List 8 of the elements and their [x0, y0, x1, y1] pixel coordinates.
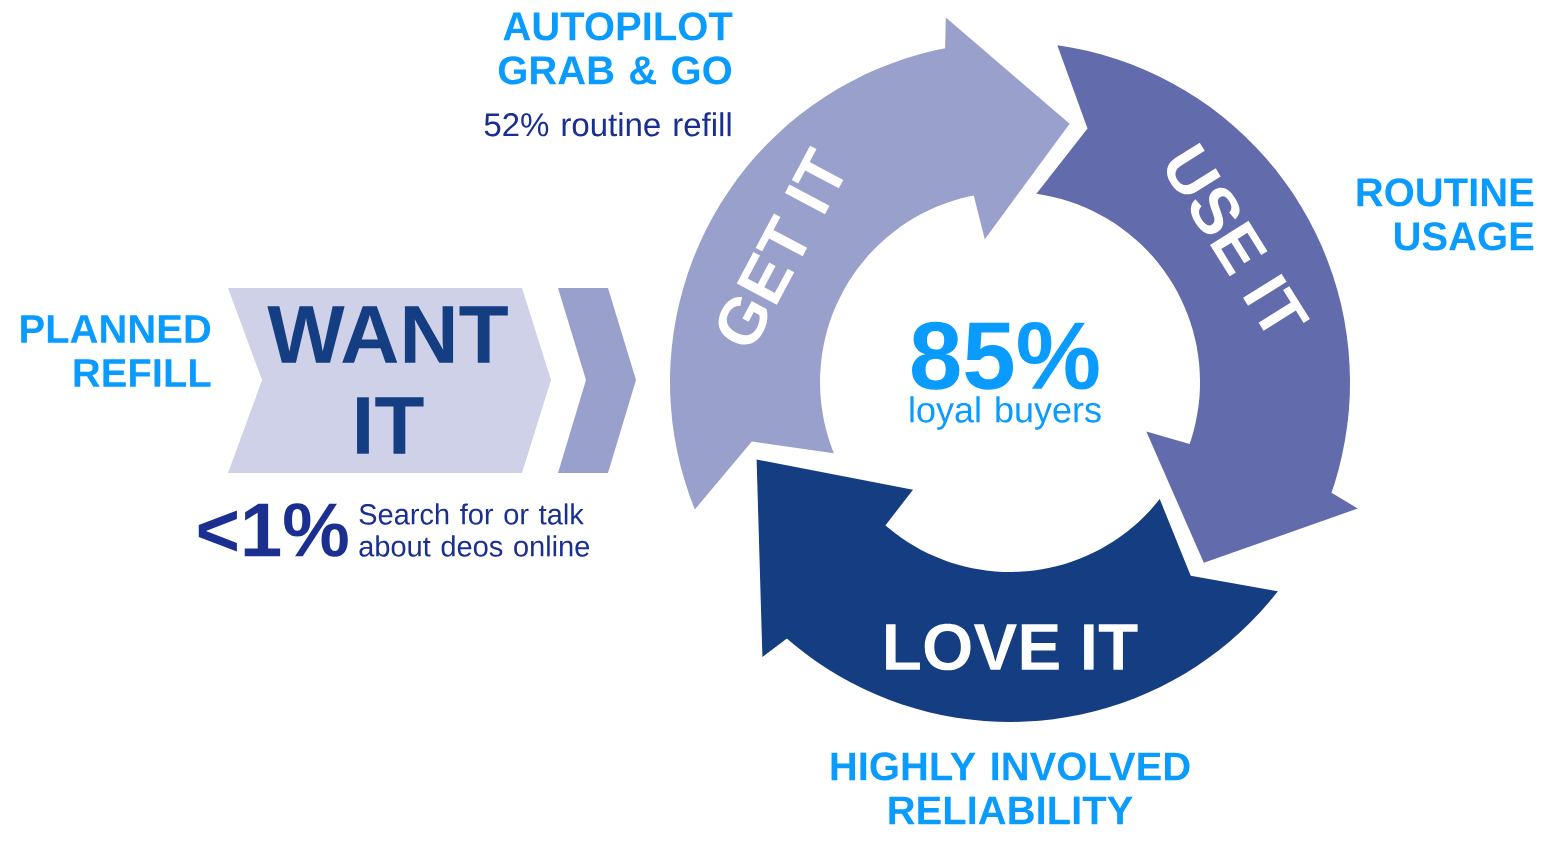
label-text: PLANNED REFILL	[21, 315, 211, 387]
label-text: <1%	[198, 503, 348, 557]
label-text: HIGHLY INVOLVED RELIABILITY	[831, 752, 1190, 825]
label-text: ROUTINE USAGE	[1357, 178, 1534, 251]
label-text: Search for or talk about deos online	[359, 503, 590, 557]
chevron-box: WANT IT	[228, 288, 551, 473]
chevron-arrow	[558, 288, 636, 473]
curved-segment: LOVE IT	[756, 459, 1278, 722]
